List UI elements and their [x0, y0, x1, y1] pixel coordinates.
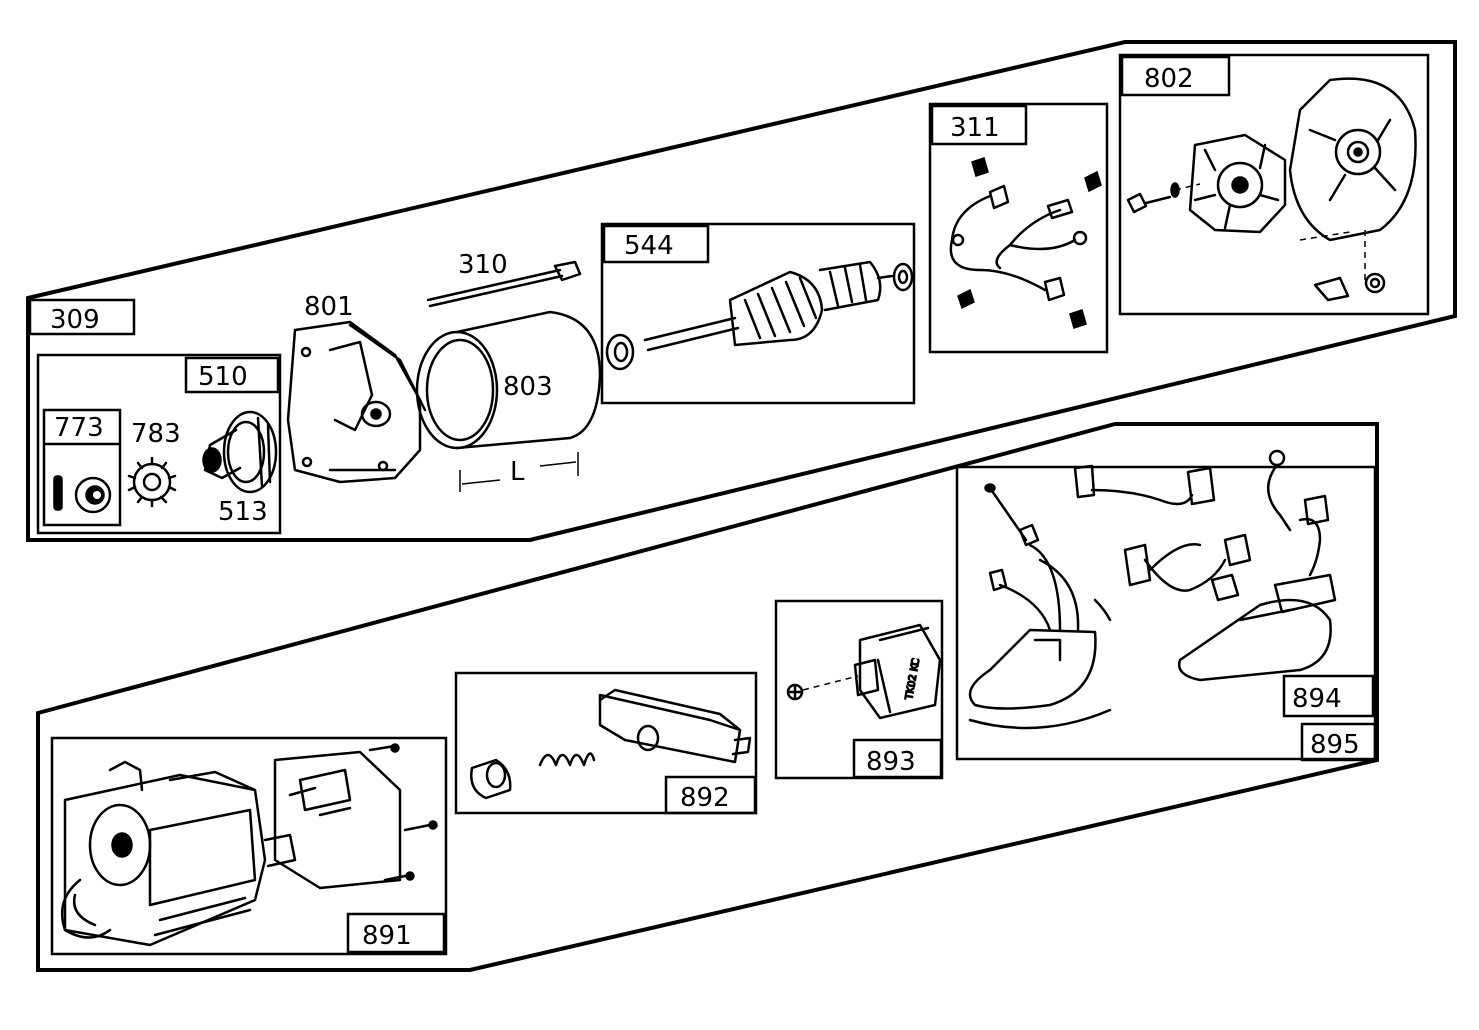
rectifier-part-893: TK02 KC — [786, 623, 942, 720]
label-box-893 — [852, 738, 943, 779]
label-box-544 — [602, 224, 710, 264]
label-544: 544 — [624, 231, 674, 261]
label-891: 891 — [362, 921, 412, 951]
label-802: 802 — [1144, 64, 1194, 94]
brush-holder-part-802 — [1126, 77, 1417, 302]
label-box-802 — [1120, 55, 1231, 97]
sub-assembly-box-773 — [42, 408, 122, 527]
svg-text:TK02 KC: TK02 KC — [904, 658, 922, 702]
label-box-510 — [184, 356, 280, 394]
lower-group-frame — [36, 422, 1379, 972]
sub-assembly-box-802 — [1118, 53, 1430, 316]
label-310: 310 — [458, 250, 508, 280]
sub-assembly-box-311 — [928, 102, 1109, 354]
label-box-311 — [930, 104, 1028, 146]
label-309: 309 — [50, 305, 100, 335]
washer-right — [892, 262, 914, 292]
label-510: 510 — [198, 362, 248, 392]
label-box-895 — [1300, 722, 1377, 762]
label-box-894 — [1282, 674, 1375, 718]
motor-part-891 — [60, 743, 438, 947]
sub-assembly-box-544 — [600, 222, 916, 405]
label-803: 803 — [503, 372, 553, 402]
end-cap-part-801 — [286, 320, 427, 484]
label-895: 895 — [1310, 730, 1360, 760]
label-801: 801 — [304, 292, 354, 322]
nut-part — [74, 476, 112, 514]
wiring-harness-part-894 — [968, 449, 1337, 730]
sub-assembly-box-895 — [955, 465, 1377, 761]
label-783: 783 — [131, 419, 181, 449]
label-311: 311 — [950, 113, 1000, 143]
label-box-891 — [346, 912, 446, 954]
dimension-l-label: L — [510, 457, 525, 487]
sub-assembly-box-510 — [36, 353, 282, 535]
sub-assembly-box-892 — [454, 671, 758, 815]
label-773: 773 — [54, 413, 104, 443]
dimension-l — [459, 452, 579, 492]
brush-set-part-311 — [949, 157, 1102, 329]
gear-part-783 — [127, 456, 177, 508]
label-893: 893 — [866, 747, 916, 777]
drive-part-513 — [202, 410, 278, 494]
pin-part — [53, 475, 63, 511]
switch-part-892 — [470, 688, 752, 800]
label-box-892 — [664, 775, 757, 815]
label-892: 892 — [680, 783, 730, 813]
through-bolt-part-310 — [426, 260, 582, 308]
sub-assembly-box-891 — [50, 736, 448, 956]
label-513: 513 — [218, 497, 268, 527]
upper-group-frame — [26, 40, 1457, 542]
label-894: 894 — [1292, 684, 1342, 714]
washer-left — [605, 333, 635, 371]
armature-part-544 — [643, 260, 894, 352]
label-box-309 — [28, 298, 136, 336]
housing-part-803 — [415, 310, 602, 450]
